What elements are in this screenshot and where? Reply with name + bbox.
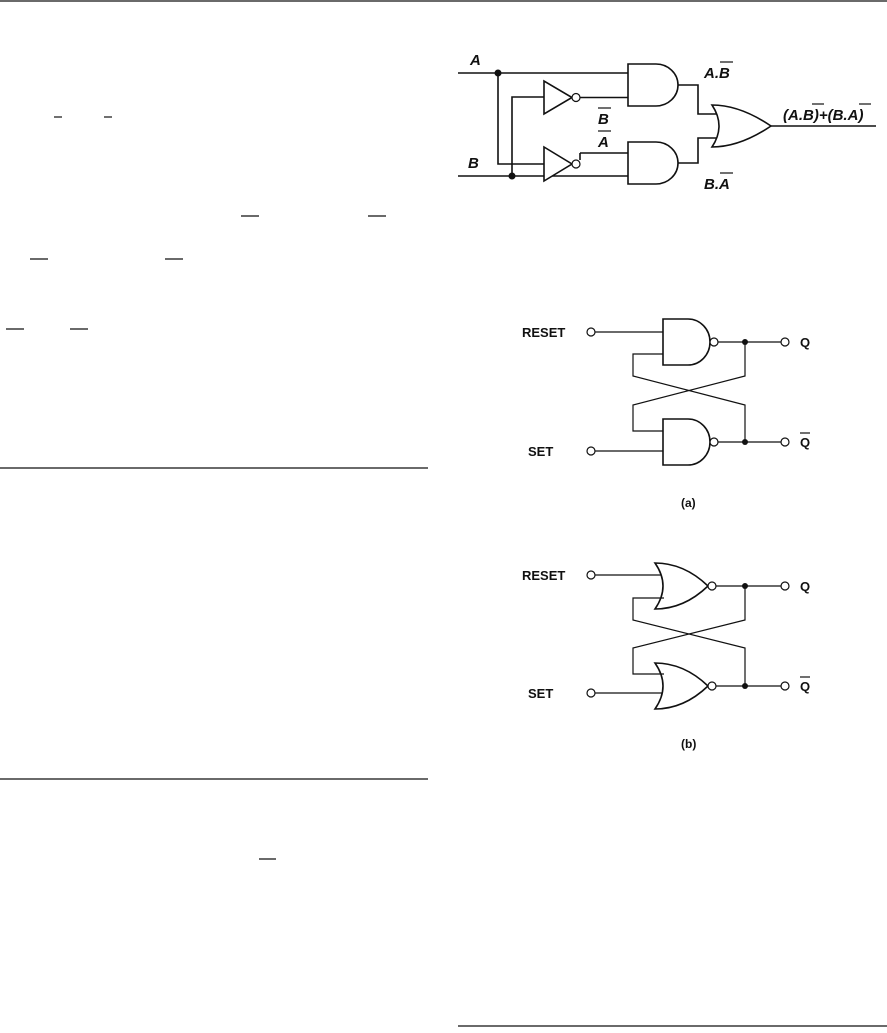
latch-b-nor-bottom (653, 662, 710, 710)
xor-output-label: (A.B)+(B.A) (783, 107, 863, 124)
and-gate-bottom (627, 141, 679, 185)
not-gate-a (543, 145, 574, 183)
and-top-output-base: A. (703, 65, 719, 82)
and-top-output-label: A.B (703, 65, 730, 82)
latch-b-reset-terminal (586, 570, 596, 580)
not-gate-a-bubble (571, 159, 581, 169)
latch-b-qbar-label: Q (800, 679, 810, 694)
latch-a-qbar-terminal (780, 437, 790, 447)
input-b-label: B (468, 155, 479, 172)
input-a-label: A (469, 52, 481, 69)
wire-and-bottom-to-or (678, 137, 718, 164)
latch-b-nor-bottom-bubble (707, 681, 717, 691)
xor-output-mid: )+(B. (812, 107, 848, 124)
and-bottom-output-base: B. (704, 176, 719, 193)
wire-b-to-not (511, 96, 544, 176)
latch-a-feedback-qbar (632, 353, 746, 442)
and-bottom-output-bar: A (718, 176, 730, 193)
not-b-label: B (598, 111, 609, 128)
xor-output-bar1: B (803, 107, 814, 124)
and-top-output-bar: B (719, 65, 730, 82)
latch-b-q-terminal (780, 581, 790, 591)
latch-b-nor-top-bubble (707, 581, 717, 591)
not-gate-b (543, 79, 574, 116)
latch-a-q-label: Q (800, 335, 810, 350)
latch-a-set-terminal (586, 446, 596, 456)
left-column-overbar-marks (6, 116, 386, 860)
nor-latch-b: RESET SET Q Q (b) (522, 562, 810, 751)
latch-a-nand-bottom-bubble (709, 437, 719, 447)
xor-output-bar2: A (847, 107, 859, 124)
latch-a-reset-terminal (586, 327, 596, 337)
latch-b-set-label: SET (528, 686, 553, 701)
latch-b-caption: (b) (681, 737, 696, 751)
latch-a-reset-label: RESET (522, 325, 565, 340)
not-a-label: A (597, 134, 609, 151)
latch-a-nand-top-bubble (709, 337, 719, 347)
latch-a-set-label: SET (528, 444, 553, 459)
latch-b-feedback-q (632, 586, 746, 675)
and-gate-top (627, 63, 679, 107)
wire-a-to-not (497, 73, 544, 165)
latch-a-qbar-label: Q (800, 435, 810, 450)
latch-a-nand-top (662, 318, 711, 366)
latch-b-set-terminal (586, 688, 596, 698)
latch-b-nor-top (653, 562, 710, 610)
latch-a-caption: (a) (681, 496, 696, 510)
latch-a-q-terminal (780, 337, 790, 347)
xor-output-close: ) (856, 107, 863, 124)
latch-b-qbar-terminal (780, 681, 790, 691)
latch-b-feedback-qbar (632, 597, 746, 686)
xor-circuit: A B B A A.B B.A (A.B)+(B.A) (458, 52, 876, 193)
nand-latch-a: RESET SET Q Q (a) (522, 318, 810, 510)
latch-b-q-label: Q (800, 579, 810, 594)
and-bottom-output-label: B.A (704, 176, 730, 193)
latch-b-reset-label: RESET (522, 568, 565, 583)
latch-a-nand-bottom (662, 418, 711, 466)
xor-output-open: (A. (783, 107, 803, 124)
not-gate-b-bubble (571, 92, 581, 103)
latch-a-feedback-q (632, 342, 746, 432)
wire-and-top-to-or (678, 84, 718, 115)
or-gate (710, 104, 773, 148)
